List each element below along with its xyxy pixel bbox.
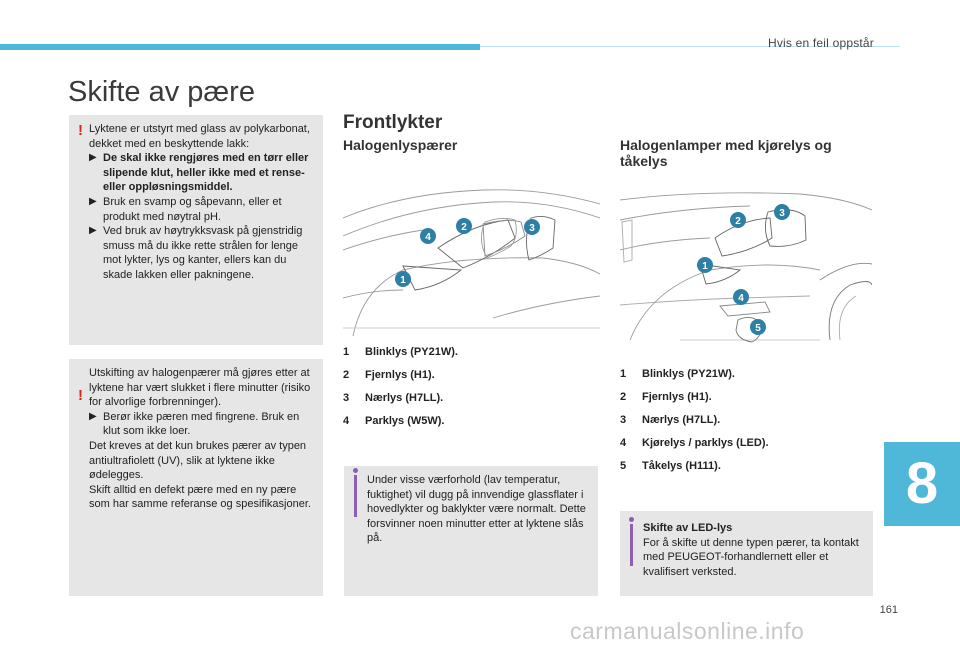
info-box-condensation: Under visse værforhold (lav temperatur, …: [344, 466, 598, 596]
badge-label: 1: [702, 261, 708, 272]
number-badge: [697, 257, 713, 273]
info-text: For å skifte ut denne typen pærer, ta ko…: [643, 536, 859, 578]
info-icon: [353, 468, 358, 473]
header-accent-bar: [0, 44, 480, 50]
info-text: Under visse værforhold (lav temperatur, …: [367, 474, 586, 545]
number-badge: [524, 219, 540, 235]
info-icon: [629, 517, 634, 522]
warning-text: Det kreves at det kun brukes pærer av ty…: [89, 439, 307, 482]
warning-bullet: ▶De skal ikke rengjøres med en tørr elle…: [89, 152, 309, 194]
badge-label: 3: [779, 208, 785, 219]
number-badge: [420, 228, 436, 244]
watermark: carmanualsonline.info: [570, 618, 805, 644]
badge-label: 2: [461, 222, 467, 233]
number-badge: [733, 289, 749, 305]
badge-label: 2: [735, 216, 741, 227]
headlight-illustration-left: 1 2 3 4: [343, 189, 600, 336]
heading-halogen: Halogenlyspærer: [343, 137, 458, 153]
number-badge: [456, 218, 472, 234]
info-box-led: Skifte av LED-lys For å skifte ut denne …: [620, 511, 873, 596]
badge-group-left: 1 2 3 4: [395, 218, 540, 287]
warning-intro: Lyktene er utstyrt med glass av polykarb…: [89, 123, 310, 150]
number-badge: [774, 204, 790, 220]
warning-bullet: ▶Bruk en svamp og såpevann, eller et pro…: [89, 195, 282, 223]
warning-icon: !: [78, 387, 83, 404]
number-badge: [395, 271, 411, 287]
badge-label: 4: [425, 232, 431, 243]
chapter-tab: [884, 442, 960, 526]
warning-icon: !: [78, 122, 83, 139]
page-number: 161: [879, 604, 898, 616]
chapter-number: 8: [905, 451, 939, 516]
heading-frontlykter: Frontlykter: [343, 112, 443, 133]
badge-label: 1: [400, 275, 406, 286]
warning-bullet: ▶Berør ikke pæren med fingrene. Bruk en …: [89, 410, 300, 438]
number-badge: [750, 319, 766, 335]
badge-label: 5: [755, 323, 761, 334]
warning-box-polycarbonate: ! Lyktene er utstyrt med glass av polyka…: [69, 115, 323, 345]
heading-fog: Halogenlamper med kjørelys og tåkelys: [620, 137, 832, 169]
badge-label: 3: [529, 223, 535, 234]
warning-text: Skift alltid en defekt pære med en ny pæ…: [89, 483, 311, 511]
warning-bullet: ▶Ved bruk av høytrykksvask på gjenstridi…: [89, 225, 303, 281]
page-title: Skifte av pære: [68, 76, 255, 108]
warning-box-halogen: ! Utskifting av halogenpærer må gjøres e…: [69, 359, 323, 596]
warning-intro: Utskifting av halogenpærer må gjøres ett…: [89, 367, 311, 409]
badge-group-right: 1 2 3 4 5: [697, 204, 790, 335]
info-icon-bar: [354, 475, 357, 517]
headlight-illustration-right: 1 2 3 4 5: [620, 192, 872, 343]
number-badge: [730, 212, 746, 228]
info-title: Skifte av LED-lys: [643, 522, 733, 534]
badge-label: 4: [738, 293, 744, 304]
header-rule: [480, 46, 900, 47]
section-title: Hvis en feil oppstår: [767, 36, 874, 50]
info-icon-bar: [630, 524, 633, 566]
